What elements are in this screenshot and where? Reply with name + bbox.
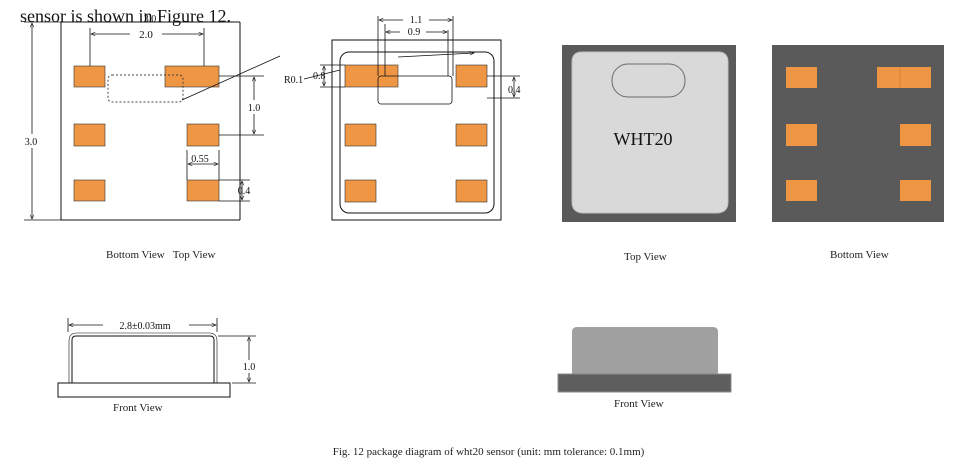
- pad: [455, 179, 488, 203]
- pad: [186, 179, 220, 202]
- pad: [900, 180, 931, 201]
- bottom-top-view-drawing: 2.0 3.0 3.0 1.0 0.55 0.4: [20, 14, 281, 221]
- dim-pad-length-0-8: 0.8: [313, 71, 326, 82]
- pad: [73, 123, 106, 147]
- pad: [186, 123, 220, 147]
- dim-width-0-9: 0.9: [408, 27, 421, 38]
- figure-caption: Fig. 12 package diagram of wht20 sensor …: [332, 446, 645, 458]
- chip-bottom-view: [772, 45, 944, 222]
- dim-pad-pitch-y: 1.0: [248, 103, 261, 114]
- chip-top-view: WHT20: [562, 45, 736, 222]
- dim-width-1-1: 1.1: [410, 15, 423, 26]
- dim-front-width: 2.8±0.03mm: [119, 321, 170, 332]
- dim-corner-radius: R0.1: [284, 75, 303, 86]
- pad: [164, 65, 220, 88]
- pad: [900, 124, 931, 146]
- caption-top-view: Top View: [624, 251, 667, 263]
- pad: [455, 64, 488, 88]
- dim-height: 3.0: [25, 137, 38, 148]
- chip-label: WHT20: [614, 129, 673, 149]
- pad: [73, 179, 106, 202]
- dim-pad-height-0-4: 0.4: [508, 85, 521, 96]
- dim-front-height: 1.0: [243, 362, 256, 373]
- dim-pad-pitch-x: 2.0: [139, 29, 153, 41]
- pad: [455, 123, 488, 147]
- dim-top-width: 3.0: [144, 14, 157, 25]
- pad: [786, 180, 817, 201]
- front-view-chip: [557, 327, 732, 393]
- pad: [786, 124, 817, 146]
- pad: [786, 67, 817, 88]
- caption-front-view-left: Front View: [113, 402, 163, 414]
- pad: [73, 65, 106, 88]
- caption-bottom-view: Bottom View: [830, 249, 889, 261]
- pad: [344, 123, 377, 147]
- caption-bottom-top-view: Bottom View Top View: [106, 249, 216, 261]
- dim-pad-height: 0.4: [238, 186, 251, 197]
- sensor-window: [611, 63, 686, 98]
- outline-detail-drawing: 1.1 0.9 R0.1 0.8 0.4: [284, 14, 521, 221]
- pad: [877, 67, 931, 88]
- sensor-window-outline: [107, 74, 184, 103]
- heading-text: sensor is shown in Figure 12.: [20, 6, 231, 26]
- dim-pad-width: 0.55: [191, 154, 209, 165]
- pads-left-drawing: [73, 65, 220, 202]
- front-view-drawing: 2.8±0.03mm 1.0: [57, 318, 260, 398]
- sensor-window-outline: [377, 75, 453, 105]
- pad: [344, 179, 377, 203]
- caption-front-view-right: Front View: [614, 398, 664, 410]
